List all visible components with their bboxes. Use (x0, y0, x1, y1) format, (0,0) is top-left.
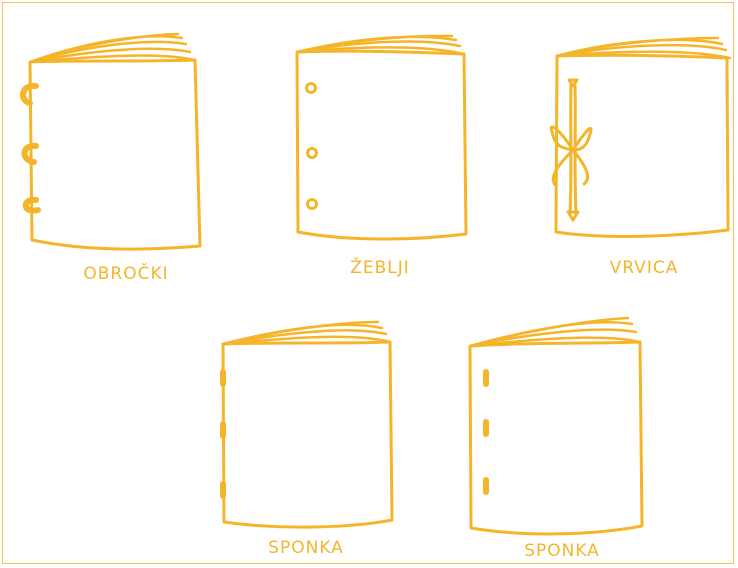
book-cover-icon (223, 342, 392, 527)
book-rings (23, 34, 200, 249)
book-string (551, 38, 730, 236)
book-pages-icon (30, 34, 194, 62)
nail-binding-icon (307, 84, 317, 209)
book-cover-icon (30, 60, 200, 249)
book-pages-icon (223, 322, 390, 344)
label-staple-1: SPONKA (226, 538, 386, 558)
label-nails: ŽEBLJI (300, 258, 460, 278)
book-staple-2 (470, 318, 642, 534)
label-rings: OBROČKI (46, 264, 206, 284)
book-cover-icon (297, 51, 466, 239)
book-cover-icon (556, 55, 728, 236)
book-cover-icon (470, 342, 642, 534)
book-staple-1 (223, 322, 392, 527)
label-staple-2: SPONKA (482, 541, 642, 561)
book-nails (297, 36, 466, 239)
label-string: VRVICA (564, 258, 724, 278)
